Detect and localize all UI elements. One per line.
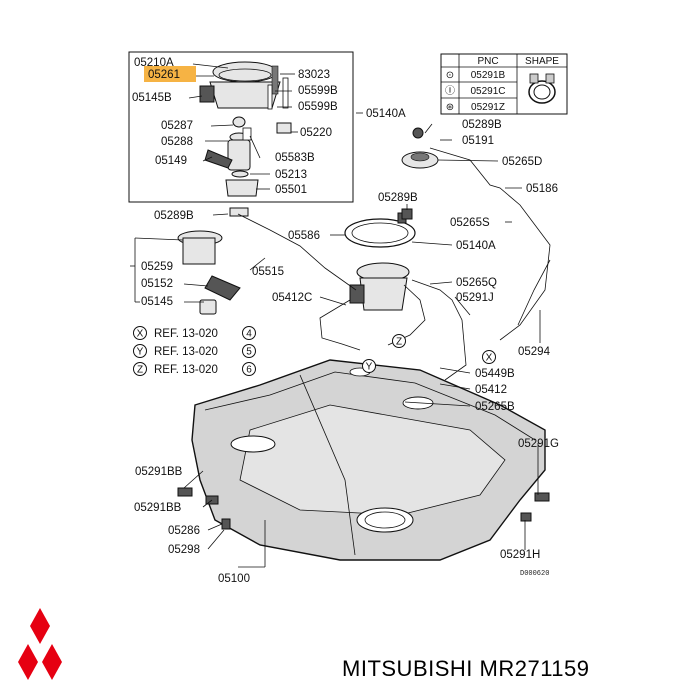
mitsubishi-logo-icon <box>18 608 62 680</box>
fuel-tank-body-icon <box>191 359 546 561</box>
part-label: 05265D <box>502 156 542 168</box>
part-label: 05100 <box>218 573 250 585</box>
part-label: 05220 <box>300 127 332 139</box>
marker-y: Y <box>362 359 376 373</box>
marker-z: Z <box>392 334 406 348</box>
svg-text:REF. 13-020: REF. 13-020 <box>154 328 218 340</box>
part-label: 05287 <box>161 120 193 132</box>
highlight-05261 <box>144 66 196 82</box>
part-label: 05213 <box>275 169 307 181</box>
part-label: 05515 <box>252 266 284 278</box>
fuel-pump-flange-icon <box>199 61 289 109</box>
svg-text:Y: Y <box>137 347 144 358</box>
ref-list: X REF. 13-020 4 Y REF. 13-020 5 Z REF. 1… <box>133 326 256 376</box>
svg-text:X: X <box>137 329 144 340</box>
part-label: 05286 <box>168 525 200 537</box>
ref-row: X REF. 13-020 4 <box>133 326 256 340</box>
part-label: 05265Q <box>456 277 497 289</box>
leader-lines <box>130 63 541 568</box>
part-labels: 05210A 05261 05145B 83023 05599B 05599B … <box>132 57 559 585</box>
part-label: 05210A <box>134 57 174 69</box>
table-row-symbol: Ⓘ <box>445 85 455 97</box>
part-label: 05599B <box>298 85 338 97</box>
svg-text:REF. 13-020: REF. 13-020 <box>154 364 218 376</box>
part-label: 05145 <box>141 296 173 308</box>
marker-x: X <box>482 350 496 364</box>
part-label: 05298 <box>168 544 200 556</box>
connector-pins-icon <box>267 84 292 134</box>
part-label: 83023 <box>298 69 330 81</box>
part-label: 05449B <box>475 368 515 380</box>
part-label: 05294 <box>518 346 551 358</box>
part-label: 05186 <box>526 183 558 195</box>
brand-part-number: MITSUBISHI MR271159 <box>342 656 590 681</box>
part-label: 05145B <box>132 92 172 104</box>
part-label: 05289B <box>378 192 418 204</box>
part-label: 05289B <box>462 119 502 131</box>
pnc-shape-table: PNC SHAPE ⊙ 05291B Ⓘ 05291C ⊛ 05291Z <box>440 53 568 115</box>
part-label: 05291H <box>500 549 540 561</box>
svg-text:5: 5 <box>246 347 252 358</box>
fuel-pump-module-icon <box>349 262 410 311</box>
table-row-pnc: 05291C <box>470 86 505 97</box>
svg-text:6: 6 <box>246 365 252 376</box>
fuel-level-sender-icon <box>177 207 249 315</box>
part-label: 05291J <box>456 292 494 304</box>
part-label: 05412C <box>272 292 312 304</box>
svg-text:X: X <box>486 353 493 364</box>
part-label: 05501 <box>275 184 307 196</box>
fuel-pump-assembly-box <box>128 51 354 203</box>
part-label: 05191 <box>462 135 494 147</box>
ref-row: Z REF. 13-020 6 <box>133 362 256 376</box>
part-label: 05586 <box>288 230 320 242</box>
svg-text:Z: Z <box>137 365 143 376</box>
table-row-pnc: 05291Z <box>471 102 505 113</box>
part-label: 05288 <box>161 136 193 148</box>
filler-cap-icon <box>401 127 439 220</box>
svg-text:Y: Y <box>366 362 373 373</box>
part-label: 05265S <box>450 217 490 229</box>
hose-clamp-icon <box>528 73 556 104</box>
svg-text:Z: Z <box>396 337 402 348</box>
table-row-symbol: ⊛ <box>446 102 454 113</box>
part-label: 05259 <box>141 261 173 273</box>
part-label: 05265B <box>475 401 515 413</box>
part-label: 05291BB <box>135 466 183 478</box>
part-label: 05149 <box>155 155 187 167</box>
part-label: 05140A <box>366 108 406 120</box>
part-label: 05583B <box>275 152 315 164</box>
part-label: 05140A <box>456 240 496 252</box>
table-row-pnc: 05291B <box>471 70 506 81</box>
part-label: 05291BB <box>134 502 182 514</box>
svg-text:4: 4 <box>246 329 252 340</box>
part-label: 05599B <box>298 101 338 113</box>
ref-row: Y REF. 13-020 5 <box>133 344 256 358</box>
table-header-shape: SHAPE <box>525 56 559 67</box>
fuel-pump-motor-icon <box>204 116 259 197</box>
part-label: 05291G <box>518 438 559 450</box>
drawing-code: D000620 <box>520 570 549 578</box>
part-label: 05412 <box>475 384 507 396</box>
part-label-highlighted: 05261 <box>148 69 180 81</box>
part-label: 05289B <box>154 210 194 222</box>
part-label: 05152 <box>141 278 173 290</box>
fuel-lines <box>237 147 551 381</box>
table-header-pnc: PNC <box>477 56 498 67</box>
table-row-symbol: ⊙ <box>446 70 454 81</box>
svg-text:REF. 13-020: REF. 13-020 <box>154 346 218 358</box>
